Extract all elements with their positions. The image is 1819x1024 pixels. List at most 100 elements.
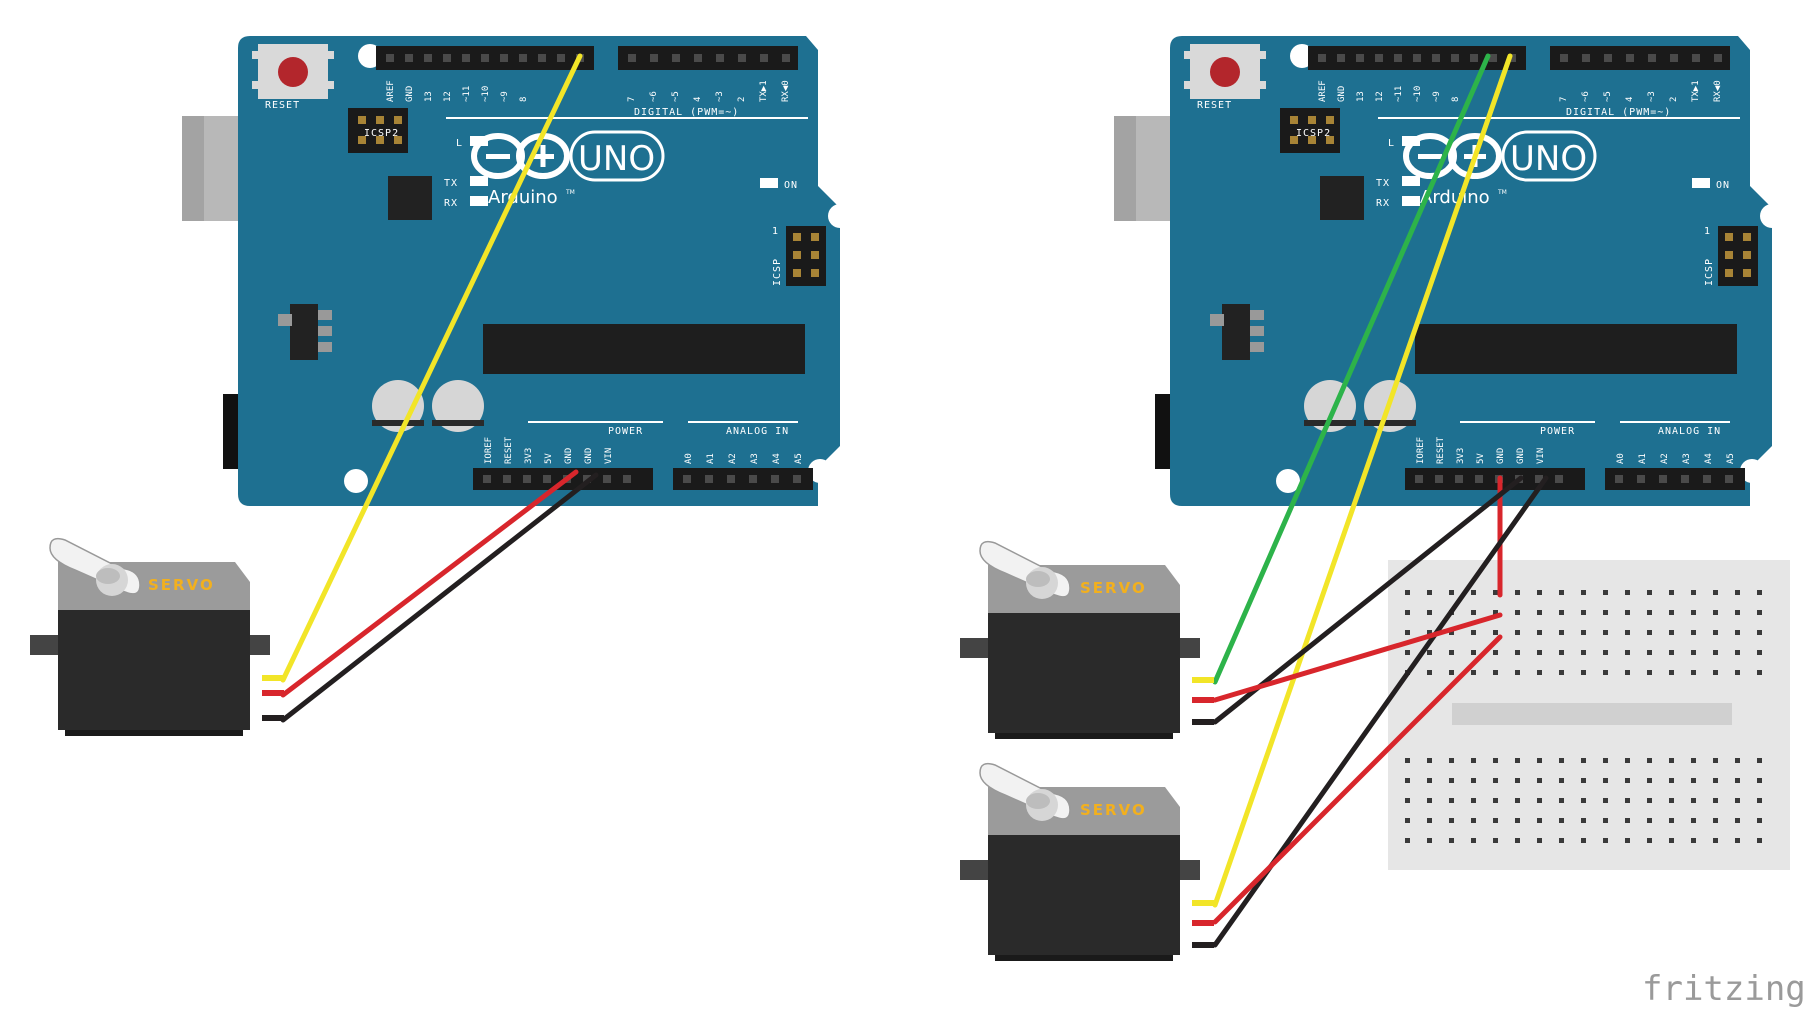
- breadboard-hole: [1647, 670, 1652, 675]
- breadboard-hole: [1493, 650, 1498, 655]
- breadboard-hole: [1537, 670, 1542, 675]
- breadboard-hole: [1625, 670, 1630, 675]
- led-tx-label: TX: [444, 178, 458, 189]
- breadboard-hole: [1713, 778, 1718, 783]
- analog-pin-label-5: A5: [1726, 453, 1736, 464]
- digital-label: DIGITAL (PWM=~): [634, 107, 739, 118]
- breadboard-hole: [1405, 798, 1410, 803]
- icsp-pin1-label: 1: [772, 226, 779, 237]
- breadboard-hole: [1735, 650, 1740, 655]
- power-pin-label-5: GND: [584, 448, 594, 464]
- analog-label: ANALOG IN: [726, 426, 789, 437]
- digital-pin-label: ~6: [1581, 91, 1591, 102]
- breadboard-hole: [1581, 610, 1586, 615]
- power-pin-label-6: VIN: [1536, 448, 1546, 464]
- breadboard-hole: [1713, 610, 1718, 615]
- breadboard-hole: [1515, 590, 1520, 595]
- breadboard-hole: [1537, 630, 1542, 635]
- breadboard-hole: [1427, 670, 1432, 675]
- board-model: UNO: [1510, 139, 1587, 179]
- digital-pin-label: RX◀0: [1713, 80, 1723, 102]
- breadboard-hole: [1647, 838, 1652, 843]
- digital-pin-label: 12: [1375, 91, 1385, 102]
- breadboard-hole: [1515, 630, 1520, 635]
- digital-pin-label: ~11: [462, 86, 472, 102]
- breadboard-hole: [1493, 758, 1498, 763]
- digital-pin-label: TX▶1: [759, 80, 769, 102]
- breadboard-hole: [1669, 590, 1674, 595]
- ground-wire: [280, 472, 599, 723]
- breadboard-hole: [1515, 798, 1520, 803]
- breadboard-hole: [1669, 610, 1674, 615]
- breadboard-hole: [1537, 798, 1542, 803]
- breadboard-hole: [1493, 610, 1498, 615]
- breadboard-hole: [1581, 798, 1586, 803]
- breadboard-hole: [1449, 630, 1454, 635]
- breadboard-hole: [1647, 650, 1652, 655]
- digital-pin-label: ~9: [1432, 91, 1442, 102]
- breadboard-hole: [1559, 758, 1564, 763]
- analog-pin-label-1: A1: [706, 453, 716, 464]
- analog-pin-label-4: A4: [1704, 453, 1714, 464]
- digital-pin-label: TX▶1: [1691, 80, 1701, 102]
- breadboard-hole: [1537, 590, 1542, 595]
- breadboard-hole: [1603, 778, 1608, 783]
- breadboard-hole: [1493, 590, 1498, 595]
- signal-wire-servo-1: [1212, 53, 1491, 685]
- digital-pin-label: 4: [693, 97, 703, 102]
- breadboard-hole: [1647, 590, 1652, 595]
- breadboard-hole: [1713, 650, 1718, 655]
- breadboard-hole: [1515, 650, 1520, 655]
- breadboard-hole: [1647, 778, 1652, 783]
- breadboard-hole: [1669, 778, 1674, 783]
- breadboard-hole: [1471, 798, 1476, 803]
- led-l-label: L: [1388, 138, 1395, 149]
- breadboard-hole: [1471, 758, 1476, 763]
- wires-left: [262, 53, 599, 723]
- breadboard-hole: [1493, 670, 1498, 675]
- breadboard-hole: [1449, 818, 1454, 823]
- breadboard-hole: [1515, 778, 1520, 783]
- breadboard-hole: [1647, 630, 1652, 635]
- wires-right: [1192, 53, 1549, 948]
- breadboard-hole: [1713, 818, 1718, 823]
- icsp-label: ICSP: [1704, 258, 1715, 286]
- breadboard-hole: [1735, 758, 1740, 763]
- breadboard-hole: [1691, 630, 1696, 635]
- breadboard-hole: [1713, 838, 1718, 843]
- breadboard-hole: [1713, 630, 1718, 635]
- icsp-label: ICSP: [772, 258, 783, 286]
- breadboard-hole: [1713, 758, 1718, 763]
- breadboard-hole: [1713, 670, 1718, 675]
- breadboard-hole: [1757, 650, 1762, 655]
- breadboard-hole: [1603, 818, 1608, 823]
- breadboard-hole: [1449, 798, 1454, 803]
- breadboard-hole: [1625, 778, 1630, 783]
- digital-pin-label: 7: [1559, 97, 1569, 102]
- power-pin-label-0: IOREF: [484, 437, 494, 464]
- breadboard-hole: [1735, 610, 1740, 615]
- breadboard-hole: [1537, 778, 1542, 783]
- breadboard-hole: [1669, 630, 1674, 635]
- analog-pin-label-3: A3: [750, 453, 760, 464]
- breadboard-hole: [1581, 650, 1586, 655]
- ground-wire-arduino-to-servo-1: [1212, 475, 1524, 725]
- breadboard-hole: [1427, 630, 1432, 635]
- digital-pin-label: ~6: [649, 91, 659, 102]
- breadboard-hole: [1691, 818, 1696, 823]
- breadboard-hole: [1559, 630, 1564, 635]
- power-wire: [280, 469, 579, 698]
- digital-pin-label: ~5: [1603, 91, 1613, 102]
- breadboard-hole: [1471, 590, 1476, 595]
- breadboard-hole: [1735, 590, 1740, 595]
- breadboard-hole: [1625, 798, 1630, 803]
- signal-wire-servo-2: [1212, 53, 1513, 908]
- digital-pin-label: 8: [1451, 97, 1461, 102]
- breadboard-hole: [1471, 818, 1476, 823]
- breadboard-hole: [1405, 630, 1410, 635]
